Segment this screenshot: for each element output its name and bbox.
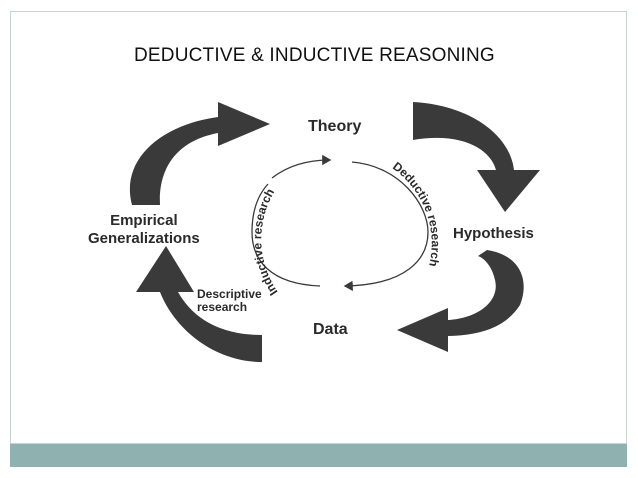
inner-arc-left bbox=[251, 183, 321, 287]
descriptive-research-label: Descriptive research bbox=[197, 288, 262, 314]
arrow-theory-to-hypothesis bbox=[413, 102, 540, 212]
descriptive-line-2: research bbox=[197, 300, 248, 314]
arrow-empirical-to-theory bbox=[129, 102, 270, 205]
slide-frame bbox=[10, 11, 627, 444]
node-theory: Theory bbox=[308, 118, 362, 135]
descriptive-line-1: Descriptive bbox=[197, 287, 262, 301]
footer-bar bbox=[10, 444, 627, 467]
inductive-research-label: Inductive research bbox=[250, 186, 280, 298]
slide-title: DEDUCTIVE & INDUCTIVE REASONING bbox=[134, 45, 495, 66]
node-hypothesis: Hypothesis bbox=[453, 225, 534, 242]
node-empirical-generalizations: Empirical Generalizations bbox=[88, 212, 200, 248]
arrow-hypothesis-to-data bbox=[397, 250, 524, 352]
arrow-data-to-empirical bbox=[136, 246, 262, 362]
node-data: Data bbox=[313, 321, 348, 338]
empirical-line-2: Generalizations bbox=[88, 230, 200, 247]
inner-arc-top bbox=[271, 154, 332, 179]
inner-arc-right bbox=[343, 161, 429, 292]
empirical-line-1: Empirical bbox=[110, 212, 178, 229]
deductive-research-label: Deductive research bbox=[390, 159, 443, 268]
